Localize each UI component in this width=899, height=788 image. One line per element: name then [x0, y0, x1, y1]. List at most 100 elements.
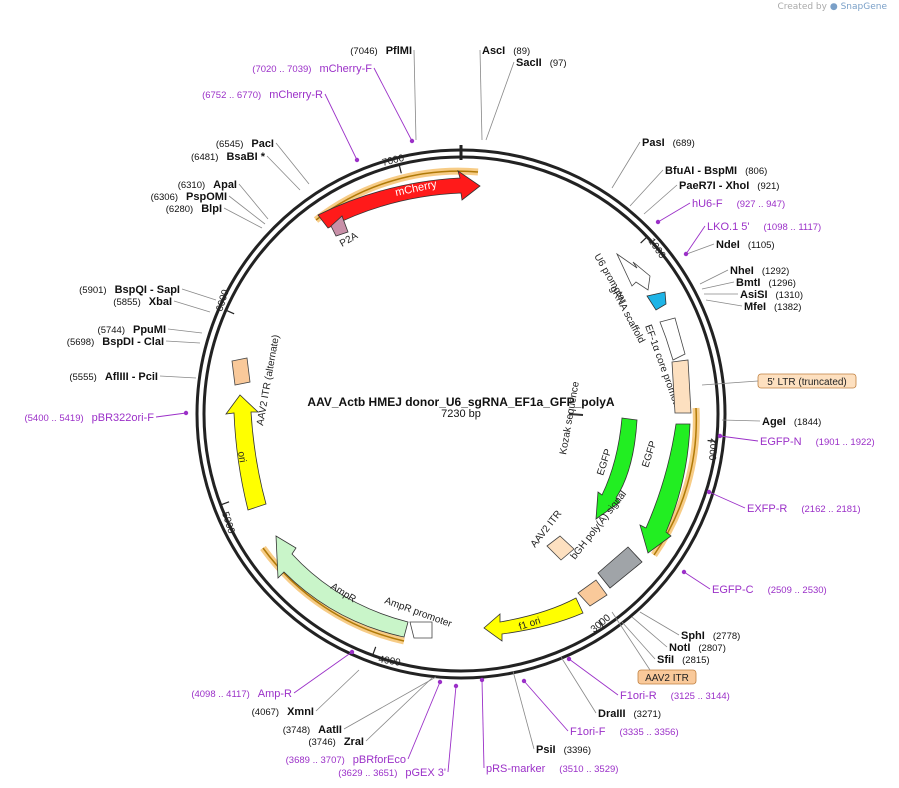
site-pasi[interactable]: PasI (689) — [642, 137, 695, 149]
feature-bgh-polya[interactable] — [597, 546, 643, 589]
feature-kozak[interactable] — [568, 413, 584, 416]
primer-lko-1-5[interactable]: LKO.1 5'(1098 .. 1117) — [707, 221, 821, 233]
primer-leader-f1ori-r — [568, 658, 619, 696]
site-pos-agei: (1844) — [794, 417, 821, 428]
feature-f1-ori[interactable] — [483, 597, 584, 642]
site-xmni[interactable]: (4067)XmnI — [252, 706, 314, 718]
site-pos-sacii: (97) — [550, 58, 567, 69]
primer-amp-r[interactable]: (4098 .. 4117)Amp-R — [191, 688, 292, 700]
primer-exfp-r[interactable]: EXFP-R(2162 .. 2181) — [747, 503, 861, 515]
site-bmti[interactable]: BmtI(1296) — [736, 277, 796, 289]
snapgene-brand: Created by ● SnapGene — [777, 2, 887, 12]
site-draiii[interactable]: DraIII(3271) — [598, 708, 661, 720]
feature-ori[interactable] — [225, 394, 267, 511]
site-leader-xmni — [315, 669, 360, 712]
site-asisi[interactable]: AsiSI(1310) — [740, 289, 803, 301]
ruler-tick-5 — [220, 501, 230, 506]
site-asci[interactable]: AscI(89) — [482, 45, 530, 57]
primer-leader-prs-marker — [481, 679, 485, 769]
primer-mcherry-r[interactable]: (6752 .. 6770)mCherry-R — [202, 89, 323, 101]
site-bsabi[interactable]: (6481)BsaBI * — [191, 151, 266, 163]
site-sphi[interactable]: SphI(2778) — [681, 630, 740, 642]
site-pos-ndei: (1105) — [748, 240, 775, 251]
site-name-nhei: NheI — [730, 265, 754, 277]
feature-label-kozak: Kozak sequence — [558, 380, 582, 455]
site-psii[interactable]: PsiI(3396) — [536, 744, 591, 756]
primer-prs-marker[interactable]: pRS-marker(3510 .. 3529) — [486, 763, 618, 775]
site-name-xbai: XbaI — [149, 296, 172, 308]
primer-mark-egfp-c — [681, 569, 687, 575]
site-pos-asisi: (1310) — [776, 290, 803, 301]
feature-egfp-inner[interactable] — [595, 417, 638, 520]
site-pos-pasi: (689) — [673, 138, 695, 149]
feature-egfp-outer[interactable] — [639, 423, 691, 554]
primer-f1ori-f[interactable]: F1ori-F(3335 .. 3356) — [570, 726, 679, 738]
site-nhei[interactable]: NheI(1292) — [730, 265, 789, 277]
site-name-pasi: PasI — [642, 137, 665, 149]
primer-mark-hu6-f — [655, 219, 661, 225]
site-pflmi[interactable]: (7046)PflMI — [350, 45, 412, 57]
feature-grna-scaffold[interactable] — [646, 291, 667, 311]
site-leader-pspomi — [228, 195, 266, 225]
primer-leader-egfp-n — [719, 435, 759, 442]
primer-mark-amp-r — [349, 649, 355, 655]
site-noti[interactable]: NotI(2807) — [669, 642, 726, 654]
feature-aav2-itr-inner[interactable] — [546, 535, 575, 561]
site-apai[interactable]: (6310)ApaI — [178, 179, 237, 191]
site-xbai[interactable]: (5855)XbaI — [113, 296, 172, 308]
site-leader-apai — [238, 183, 269, 220]
site-ppumi[interactable]: (5744)PpuMI — [98, 324, 166, 336]
site-bspdi-clai[interactable]: (5698)BspDI - ClaI — [67, 336, 164, 348]
site-zrai[interactable]: (3746) ZraI — [308, 736, 364, 748]
feature-ampr[interactable] — [275, 535, 409, 638]
feature-box-aav2-itr[interactable] — [637, 669, 697, 685]
feature-5-ltr[interactable] — [671, 359, 692, 414]
site-sfii[interactable]: SfiI(2815) — [657, 654, 710, 666]
feature-ampr-promoter[interactable] — [409, 621, 433, 639]
primer-egfp-c[interactable]: EGFP-C(2509 .. 2530) — [712, 584, 827, 596]
plasmid-name: AAV_Actb HMEJ donor_U6_sgRNA_EF1a_GFP_po… — [307, 395, 615, 409]
site-blpi[interactable]: (6280)BlpI — [166, 203, 222, 215]
site-leader-sacii — [485, 61, 515, 141]
primer-pbr322ori-f[interactable]: (5400 .. 5419)pBR322ori-F — [24, 412, 154, 424]
site-name-bsabi: BsaBI * — [226, 151, 265, 163]
orf-arc-ampr-line — [262, 547, 405, 642]
primer-mark-lko-1-5 — [683, 251, 689, 257]
site-afliii-pcii[interactable]: (5555)AflIII - PciI — [69, 371, 158, 383]
site-agei[interactable]: AgeI(1844) — [762, 416, 821, 428]
site-leader-sfii — [621, 621, 656, 660]
site-pos-zrai: (3746) — [308, 737, 335, 748]
site-mfei[interactable]: MfeI(1382) — [744, 301, 801, 313]
feature-mcherry[interactable] — [317, 170, 481, 229]
site-ndei[interactable]: NdeI(1105) — [716, 239, 775, 251]
site-paer7i-xhoi[interactable]: PaeR7I - XhoI(921) — [679, 180, 779, 192]
site-sacii[interactable]: SacII(97) — [516, 57, 567, 69]
primer-leader-pbrforeco — [407, 681, 441, 760]
site-paci[interactable]: (6545)PacI — [216, 138, 274, 150]
primer-pgex-3[interactable]: (3629 .. 3651)pGEX 3' — [338, 767, 446, 779]
site-name-mfei: MfeI — [744, 301, 766, 313]
site-aatii[interactable]: (3748)AatII — [283, 724, 342, 736]
primer-hu6-f[interactable]: hU6-F(927 .. 947) — [692, 198, 785, 210]
feature-p2a[interactable] — [330, 215, 349, 237]
feature-box-label-aav2-itr: AAV2 ITR — [645, 673, 689, 684]
feature-aav2-itr[interactable] — [577, 579, 608, 607]
site-name-zrai: ZraI — [344, 736, 364, 748]
primer-f1ori-r[interactable]: F1ori-R(3125 .. 3144) — [620, 690, 730, 702]
site-leader-bspdi-clai — [165, 340, 201, 344]
feature-ef1a-promoter[interactable] — [659, 317, 686, 361]
site-leader-bspqi-sapi — [181, 288, 217, 301]
site-bfuai-bspmi[interactable]: BfuAI - BspMI(806) — [665, 165, 767, 177]
feature-u6-promoter[interactable] — [616, 252, 651, 291]
site-bspqi-sapi[interactable]: (5901)BspQI - SapI — [79, 284, 180, 296]
primer-mcherry-f[interactable]: (7020 .. 7039)mCherry-F — [252, 63, 372, 75]
brand-app-name: SnapGene — [840, 2, 887, 12]
feature-aav2-itr-alt[interactable] — [231, 357, 251, 386]
primer-egfp-n[interactable]: EGFP-N(1901 .. 1922) — [760, 436, 875, 448]
primer-pbrforeco[interactable]: (3689 .. 3707)pBRforEco — [286, 754, 406, 766]
site-pos-bmti: (1296) — [768, 278, 795, 289]
feature-box-label-ltr: 5' LTR (truncated) — [767, 377, 847, 388]
site-pspomi[interactable]: (6306)PspOMI — [151, 191, 227, 203]
site-name-paer7i-xhoi: PaeR7I - XhoI — [679, 180, 749, 192]
